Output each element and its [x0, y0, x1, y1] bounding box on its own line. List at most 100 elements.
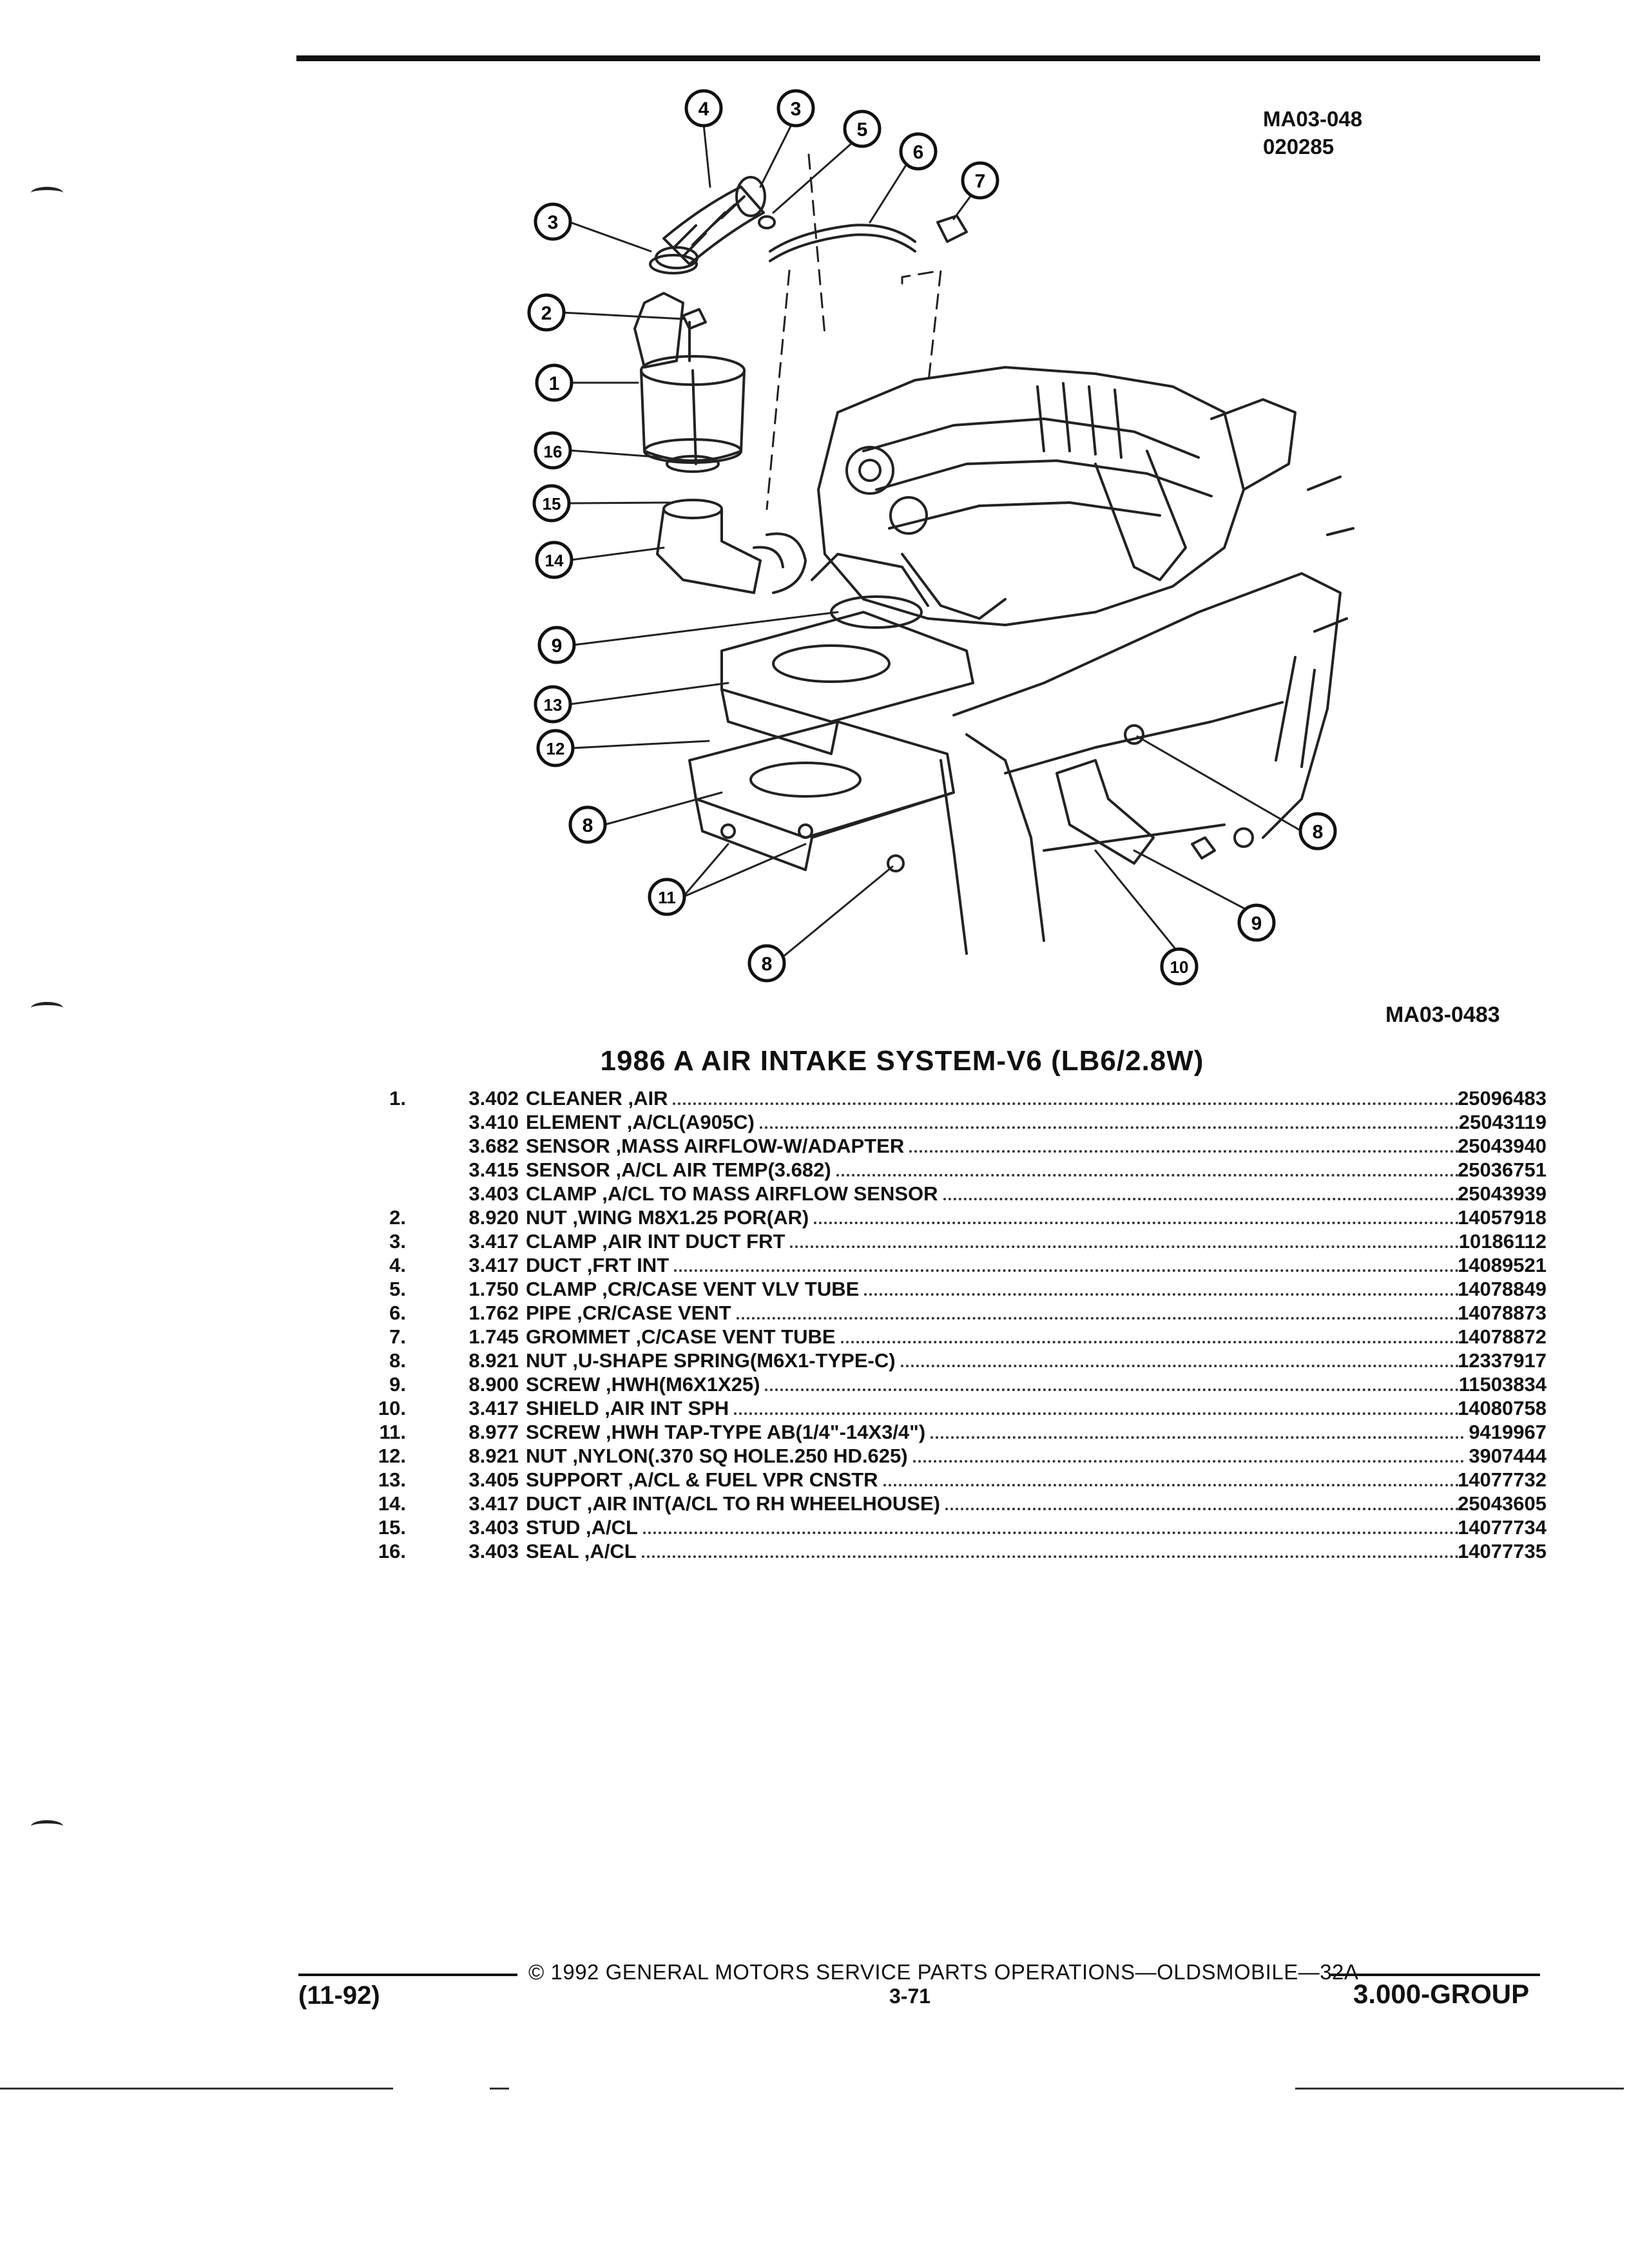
description-cell: SENSOR ,MASS AIRFLOW-W/ADAPTER — [517, 1134, 1483, 1158]
dot-leader — [864, 1280, 1464, 1296]
part-description: NUT ,NYLON(.370 SQ HOLE.250 HD.625) — [526, 1445, 908, 1467]
description-cell: CLEANER ,AIR — [517, 1086, 1483, 1110]
part-description: SCREW ,HWH(M6X1X25) — [526, 1373, 760, 1396]
margin-mark — [31, 187, 63, 199]
callout-9-right: 9 — [1237, 903, 1276, 942]
part-number: 25036751 — [1458, 1158, 1547, 1181]
description-cell: SUPPORT ,A/CL & FUEL VPR CNSTR — [517, 1468, 1483, 1492]
callout-1: 1 — [535, 363, 574, 402]
dot-leader — [930, 1423, 1464, 1439]
svg-text:16: 16 — [544, 442, 563, 461]
group-code: 3.403 — [468, 1516, 519, 1539]
item-number: 2. — [389, 1206, 406, 1229]
callout-10: 10 — [1160, 947, 1199, 986]
part-number: 9419967 — [1469, 1421, 1547, 1443]
svg-text:15: 15 — [543, 494, 561, 514]
item-number: 1. — [389, 1087, 406, 1110]
svg-text:5: 5 — [857, 119, 868, 140]
group-code: 3.402 — [468, 1087, 519, 1110]
part-number: 14078873 — [1458, 1302, 1547, 1324]
item-number: 13. — [378, 1468, 406, 1491]
svg-text:9: 9 — [552, 635, 563, 657]
figure-code: MA03-0483 — [1385, 1003, 1500, 1027]
item-number: 8. — [389, 1349, 406, 1372]
description-cell: SHIELD ,AIR INT SPH — [517, 1396, 1483, 1420]
part-description: CLAMP ,CR/CASE VENT VLV TUBE — [526, 1278, 860, 1300]
description-cell: GROMMET ,C/CASE VENT TUBE — [517, 1325, 1483, 1349]
group-code: 1.745 — [468, 1325, 519, 1348]
part-number: 14078849 — [1458, 1278, 1547, 1300]
part-number: 14077734 — [1458, 1516, 1547, 1539]
part-number: 11503834 — [1458, 1373, 1547, 1396]
part-number: 25043939 — [1458, 1182, 1547, 1205]
dot-leader — [909, 1137, 1464, 1153]
part-description: SCREW ,HWH TAP-TYPE AB(1/4"-14X3/4") — [526, 1421, 926, 1443]
part-number: 25043605 — [1458, 1492, 1547, 1515]
description-cell: DUCT ,AIR INT(A/CL TO RH WHEELHOUSE) — [517, 1492, 1483, 1515]
part-number: 25096483 — [1458, 1087, 1547, 1110]
part-number: 14077735 — [1458, 1540, 1547, 1562]
revision-date: (11-92) — [298, 1981, 380, 2010]
part-description: CLEANER ,AIR — [526, 1087, 668, 1110]
item-number: 5. — [389, 1278, 406, 1300]
group-code: 3.403 — [468, 1540, 519, 1562]
group-code: 8.921 — [468, 1349, 519, 1372]
description-cell: SCREW ,HWH(M6X1X25) — [517, 1372, 1483, 1396]
footer-rule-right — [1331, 1974, 1540, 1976]
bottom-scan-rule — [1295, 2088, 1624, 2090]
callout-8-bottom: 8 — [747, 944, 786, 983]
callouts: 4 3 5 6 7 3 2 1 16 15 14 9 13 12 8 11 8 … — [527, 89, 1337, 986]
part-description: SUPPORT ,A/CL & FUEL VPR CNSTR — [526, 1468, 878, 1491]
description-cell: ELEMENT ,A/CL(A905C) — [517, 1110, 1483, 1134]
part-description: CLAMP ,A/CL TO MASS AIRFLOW SENSOR — [526, 1182, 938, 1205]
parts-row: 16. 3.403 SEAL ,A/CL 14077735 — [348, 1539, 1547, 1563]
svg-text:10: 10 — [1170, 957, 1189, 977]
item-number: 16. — [378, 1540, 406, 1562]
item-number: 6. — [389, 1302, 406, 1324]
group-code: 3.410 — [468, 1111, 519, 1133]
dot-leader — [642, 1519, 1464, 1534]
dot-leader — [883, 1471, 1464, 1486]
vent-pipe-drawing — [758, 215, 968, 262]
exploded-view-illustration: 4 3 5 6 7 3 2 1 16 15 14 9 13 12 8 11 8 … — [527, 89, 1354, 986]
leader-lines — [561, 115, 1303, 958]
group-code: 8.920 — [468, 1206, 519, 1229]
callout-6: 6 — [899, 132, 938, 171]
description-cell: CLAMP ,AIR INT DUCT FRT — [517, 1229, 1483, 1253]
ref-code-1: MA03-048 — [1263, 107, 1363, 131]
part-description: SEAL ,A/CL — [526, 1540, 637, 1562]
dot-leader — [736, 1304, 1464, 1320]
dot-leader — [673, 1090, 1464, 1105]
svg-text:4: 4 — [699, 99, 709, 120]
dot-leader — [790, 1233, 1464, 1248]
callout-8-left: 8 — [568, 805, 607, 844]
callout-2: 2 — [527, 293, 566, 332]
description-cell: NUT ,WING M8X1.25 POR(AR) — [517, 1206, 1483, 1229]
air-cleaner-drawing — [633, 292, 746, 473]
group-code: 3.405 — [468, 1468, 519, 1491]
item-number: 3. — [389, 1230, 406, 1253]
part-number: 3907444 — [1469, 1445, 1547, 1467]
description-cell: SCREW ,HWH TAP-TYPE AB(1/4"-14X3/4") — [517, 1420, 1483, 1444]
part-description: ELEMENT ,A/CL(A905C) — [526, 1111, 755, 1133]
item-number: 4. — [389, 1254, 406, 1276]
dot-leader — [840, 1328, 1464, 1343]
svg-text:7: 7 — [975, 171, 986, 192]
svg-text:14: 14 — [545, 551, 564, 570]
dot-leader — [943, 1185, 1464, 1200]
part-number: 14078872 — [1458, 1325, 1547, 1348]
dot-leader — [814, 1209, 1464, 1224]
svg-text:2: 2 — [541, 303, 552, 324]
part-description: CLAMP ,AIR INT DUCT FRT — [526, 1230, 786, 1253]
description-cell: NUT ,U-SHAPE SPRING(M6X1-TYPE-C) — [517, 1349, 1483, 1372]
part-description: STUD ,A/CL — [526, 1516, 638, 1539]
